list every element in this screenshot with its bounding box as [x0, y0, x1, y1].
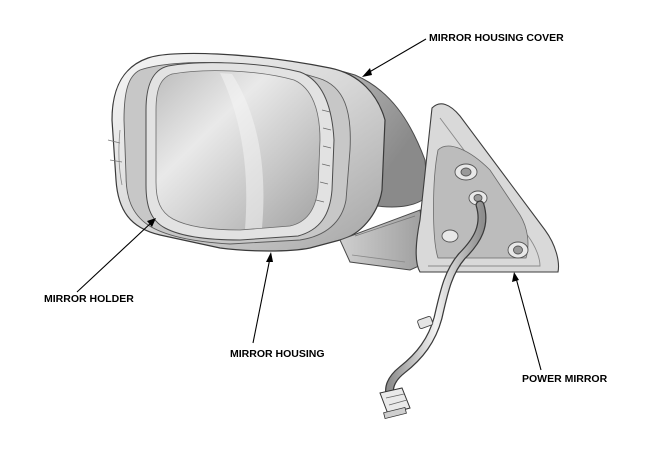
mirror-arm — [339, 209, 429, 271]
leader-lines — [76, 38, 542, 371]
glass-reflection — [220, 73, 264, 229]
label-mirror-housing: MIRROR HOUSING — [230, 348, 325, 360]
mirror-head — [107, 52, 429, 252]
label-power-mirror: POWER MIRROR — [522, 373, 608, 385]
holder-ribs — [315, 109, 332, 203]
housing-edge-line — [118, 129, 123, 186]
power-mirror — [415, 103, 560, 273]
mirror-glass — [155, 70, 321, 231]
label-mirror-housing-cover: MIRROR HOUSING COVER — [429, 32, 564, 44]
label-mirror-holder: MIRROR HOLDER — [44, 293, 134, 305]
wire-harness — [379, 200, 487, 420]
harness-clip — [417, 315, 434, 329]
harness-connector — [379, 387, 411, 420]
